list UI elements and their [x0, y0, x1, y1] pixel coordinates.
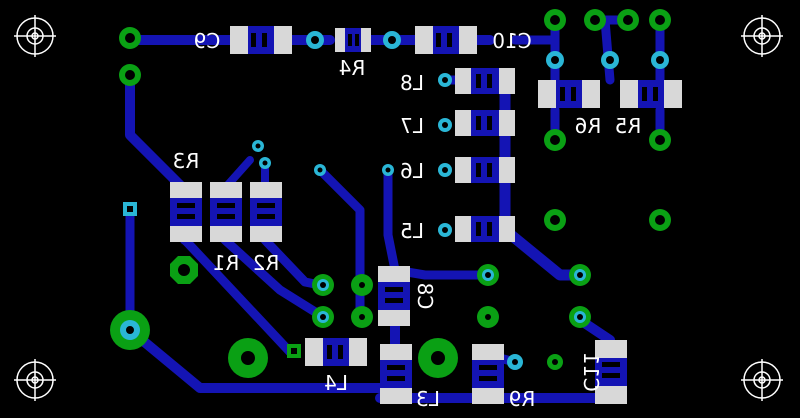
trace-r3-diag: [180, 235, 295, 357]
label-r1: R1: [213, 251, 240, 275]
label-r6: R6: [575, 114, 602, 138]
label-r3: R3: [173, 149, 200, 173]
component-r9: [472, 344, 504, 404]
component-r4: [335, 28, 371, 52]
component-c9: [230, 26, 292, 54]
component-c8: [378, 266, 410, 326]
component-r3: [170, 182, 202, 242]
component-l8: [455, 68, 515, 94]
component-l5: [455, 216, 515, 242]
label-c8: C8: [413, 283, 437, 310]
label-l6: L6: [400, 159, 424, 183]
trace-c8-left: [383, 167, 400, 275]
component-r5: [620, 80, 682, 108]
trace-bottom-bus: [125, 325, 385, 393]
trace-top-right-v: [600, 15, 615, 85]
label-r9: R9: [509, 387, 536, 411]
label-r4: R4: [339, 56, 366, 80]
component-c11: [595, 340, 627, 404]
label-r2: R2: [253, 251, 280, 275]
mounting-hole-bottom-left: [14, 359, 56, 401]
label-c9: C9: [194, 29, 221, 53]
mounting-hole-top-left: [14, 15, 56, 57]
component-l7: [455, 110, 515, 136]
trace-r1-diag: [220, 235, 325, 320]
component-r2: [250, 182, 282, 242]
mounting-hole-bottom-right: [741, 359, 783, 401]
label-c10: C10: [492, 29, 531, 53]
label-l3: L3: [416, 387, 440, 411]
label-r5: R5: [615, 114, 642, 138]
label-l7: L7: [400, 114, 424, 138]
component-c10: [415, 26, 477, 54]
component-l4: [305, 338, 367, 366]
silkscreen-labels: C9 R4 C10 L8 L7 L6 L5 R6 R5 R3 R1 R2 C8 …: [173, 29, 642, 411]
label-l5: L5: [400, 219, 424, 243]
component-l3: [380, 344, 412, 404]
through-hole-pads: [110, 9, 671, 378]
mounting-hole-top-right: [741, 15, 783, 57]
label-c11: C11: [579, 352, 603, 391]
component-r6: [538, 80, 600, 108]
label-l4: L4: [324, 371, 348, 395]
component-r1: [210, 182, 242, 242]
smd-components: [170, 26, 682, 404]
component-l6: [455, 157, 515, 183]
label-l8: L8: [400, 71, 424, 95]
